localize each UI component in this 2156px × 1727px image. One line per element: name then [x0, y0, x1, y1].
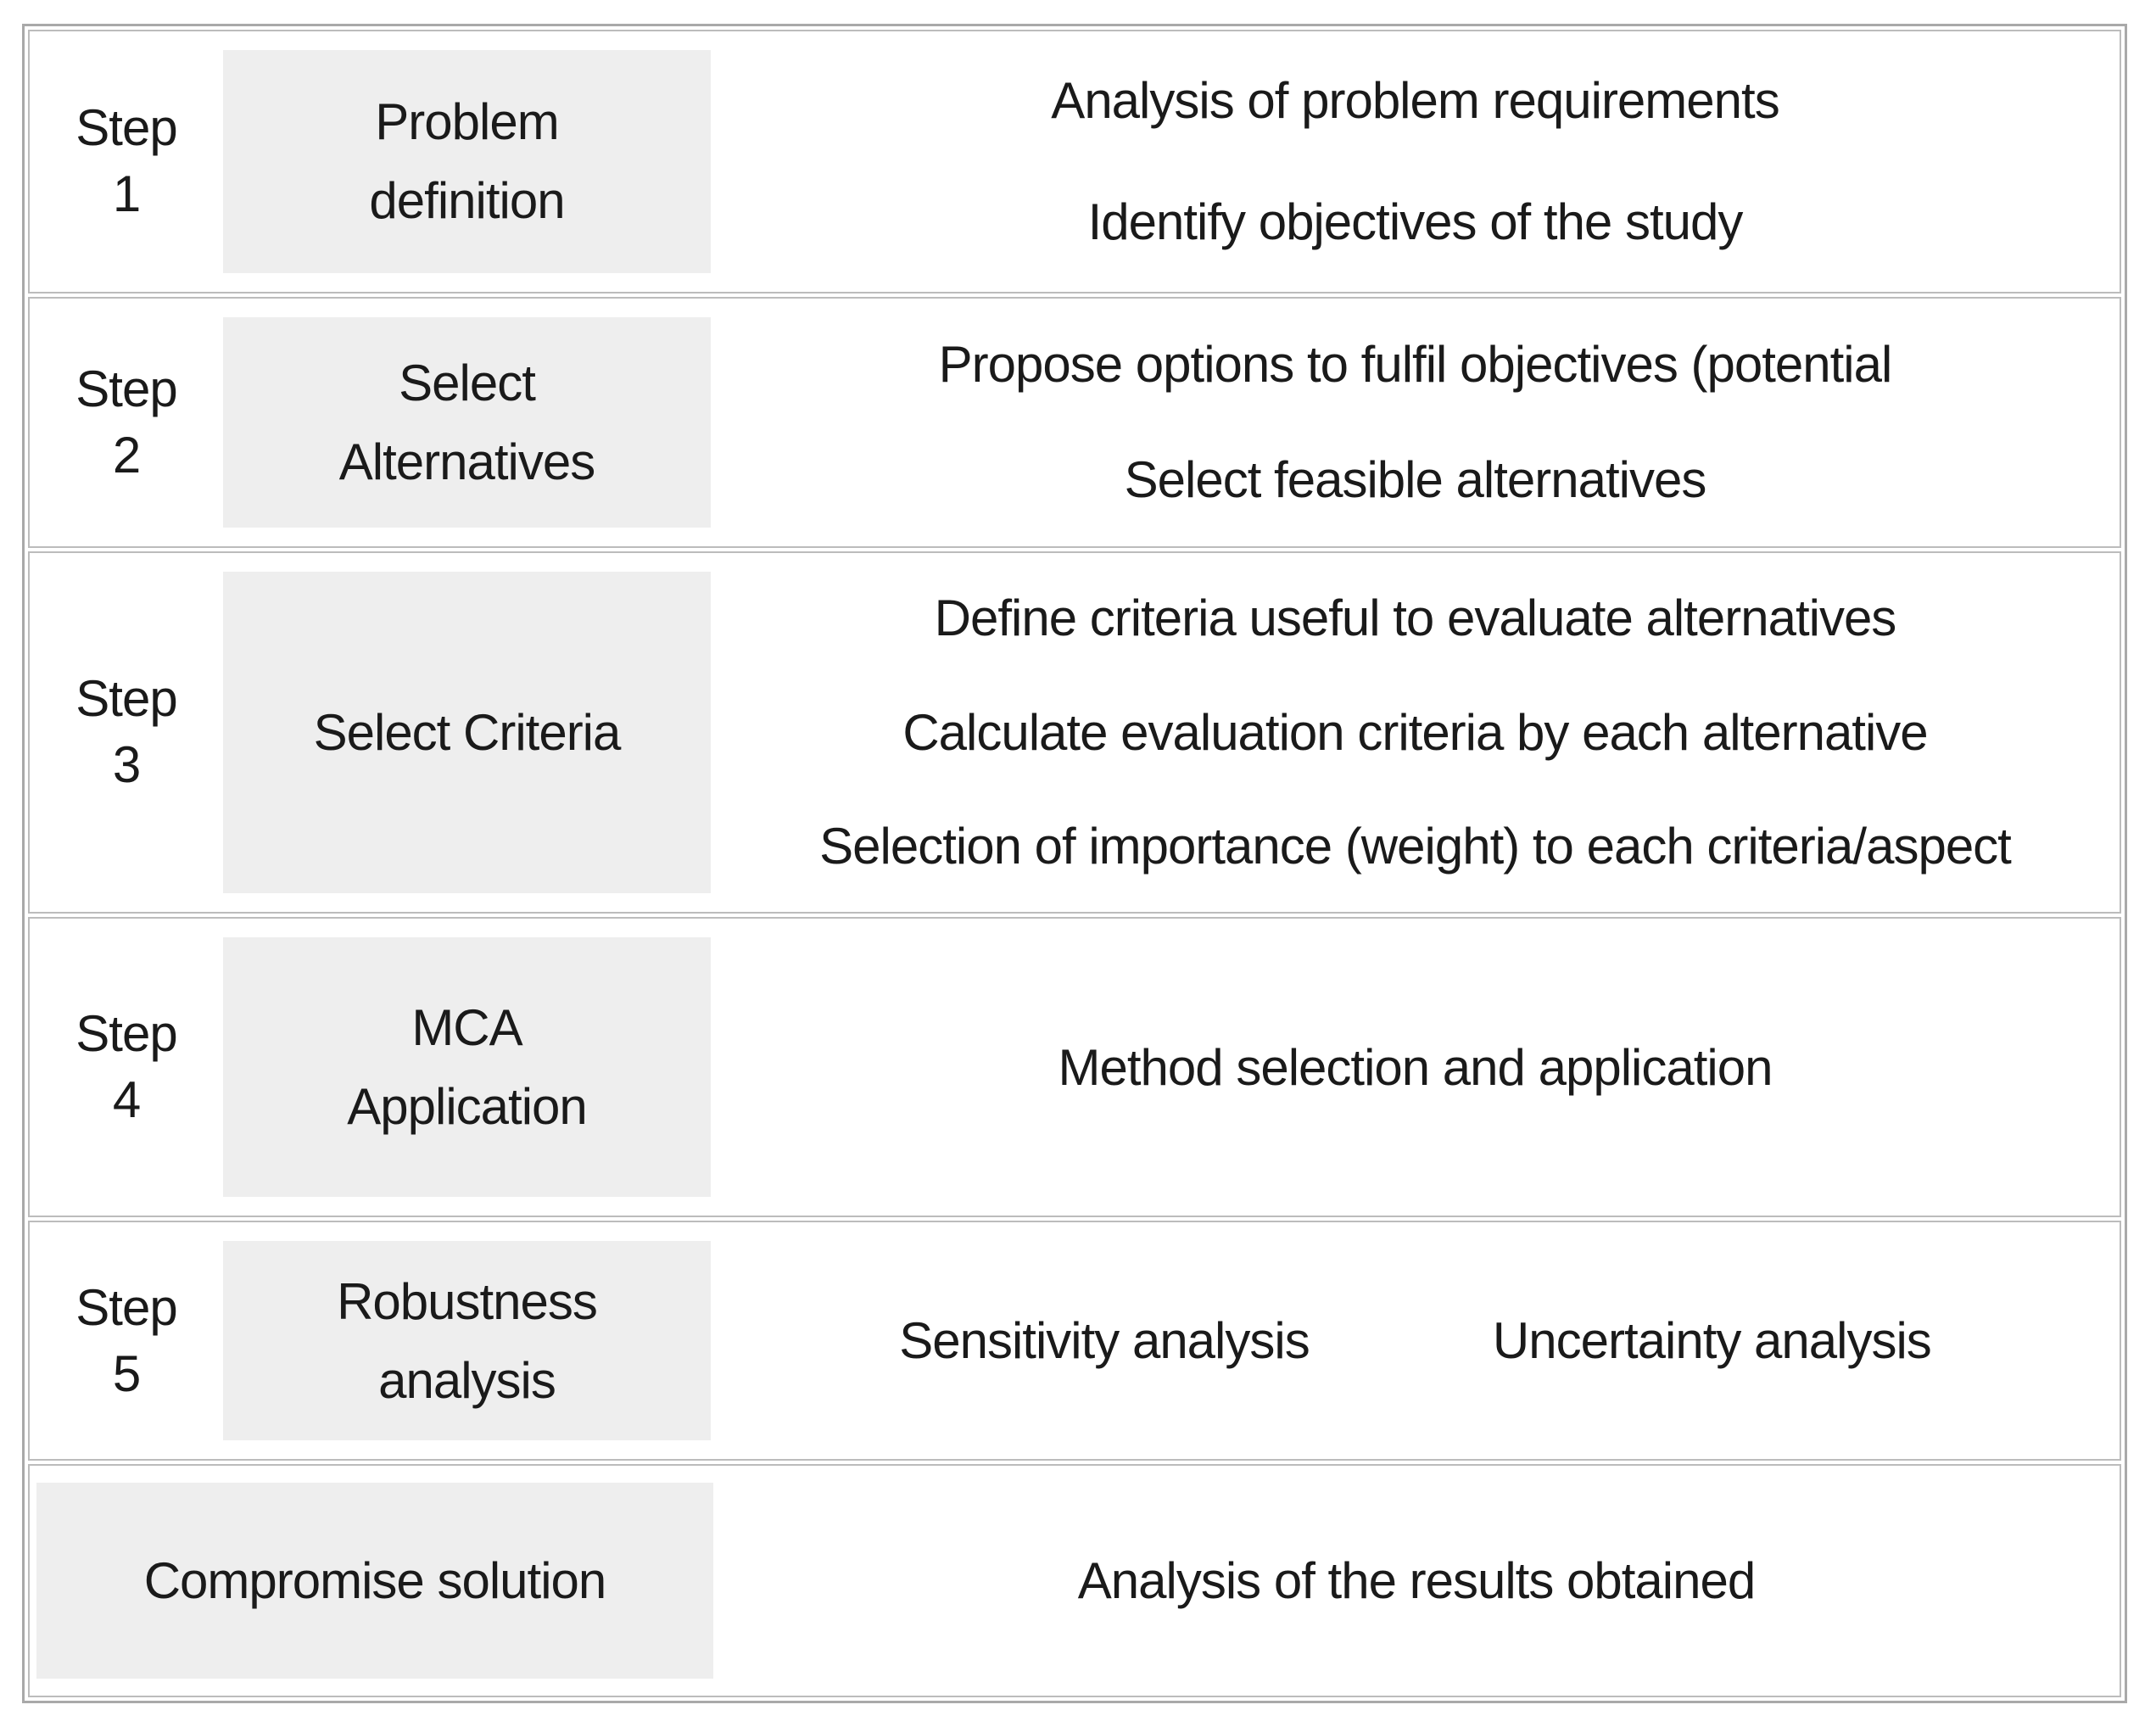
note-text: Calculate evaluation criteria by each al…: [902, 703, 1928, 761]
note-text: Select feasible alternatives: [1124, 451, 1707, 508]
compromise-notes: Analysis of the results obtained: [713, 1466, 2120, 1696]
step-1-label: Step 1: [75, 99, 177, 223]
note-text: Uncertainty analysis: [1492, 1312, 1932, 1370]
phase-box-mca-application: MCA Application: [223, 936, 711, 1198]
phase-box-select-alternatives: Select Alternatives: [223, 316, 711, 528]
step-3-box-cell: Select Criteria: [223, 553, 711, 912]
phase-box-problem-definition: Problem definition: [223, 50, 711, 273]
mca-methodology-diagram: Step 1 Problem definition Analysis of pr…: [22, 24, 2127, 1703]
note-text: Propose options to fulfil objectives (po…: [938, 336, 1893, 394]
note-text: Selection of importance (weight) to each…: [819, 818, 2012, 875]
step-4-notes: Method selection and application: [711, 919, 2120, 1216]
row-step-3: Step 3 Select Criteria Define criteria u…: [28, 551, 2121, 914]
row-step-2: Step 2 Select Alternatives Propose optio…: [28, 296, 2121, 548]
note-text: Sensitivity analysis: [899, 1312, 1310, 1370]
row-step-1: Step 1 Problem definition Analysis of pr…: [28, 30, 2121, 293]
phase-box-compromise-solution: Compromise solution: [36, 1483, 713, 1679]
step-1-notes: Analysis of problem requirements Identif…: [711, 31, 2120, 292]
step-2-label: Step 2: [75, 360, 177, 483]
row-step-4: Step 4 MCA Application Method selection …: [28, 916, 2121, 1218]
note-text: Define criteria useful to evaluate alter…: [934, 590, 1897, 647]
step-3-notes: Define criteria useful to evaluate alter…: [711, 553, 2120, 912]
compromise-box-cell: Compromise solution: [30, 1466, 713, 1696]
step-5-box-cell: Robustness analysis: [223, 1222, 711, 1459]
note-text: Identify objectives of the study: [1087, 193, 1744, 251]
step-2-notes: Propose options to fulfil objectives (po…: [711, 299, 2120, 546]
step-5-label: Step 5: [75, 1278, 177, 1402]
step-3-label: Step 3: [75, 670, 177, 794]
row-step-5: Step 5 Robustness analysis Sensitivity a…: [28, 1221, 2121, 1462]
step-4-box-cell: MCA Application: [223, 919, 711, 1216]
note-text: Analysis of problem requirements: [1051, 72, 1779, 130]
step-1-box-cell: Problem definition: [223, 31, 711, 292]
note-text: Method selection and application: [1058, 1038, 1773, 1096]
phase-box-select-criteria: Select Criteria: [223, 571, 711, 893]
phase-box-robustness-analysis: Robustness analysis: [223, 1241, 711, 1441]
step-4-label: Step 4: [75, 1005, 177, 1128]
step-2-box-cell: Select Alternatives: [223, 299, 711, 546]
row-compromise-solution: Compromise solution Analysis of the resu…: [28, 1464, 2121, 1698]
step-5-notes: Sensitivity analysis Uncertainty analysi…: [711, 1222, 2120, 1459]
note-text: Analysis of the results obtained: [1077, 1552, 1756, 1610]
